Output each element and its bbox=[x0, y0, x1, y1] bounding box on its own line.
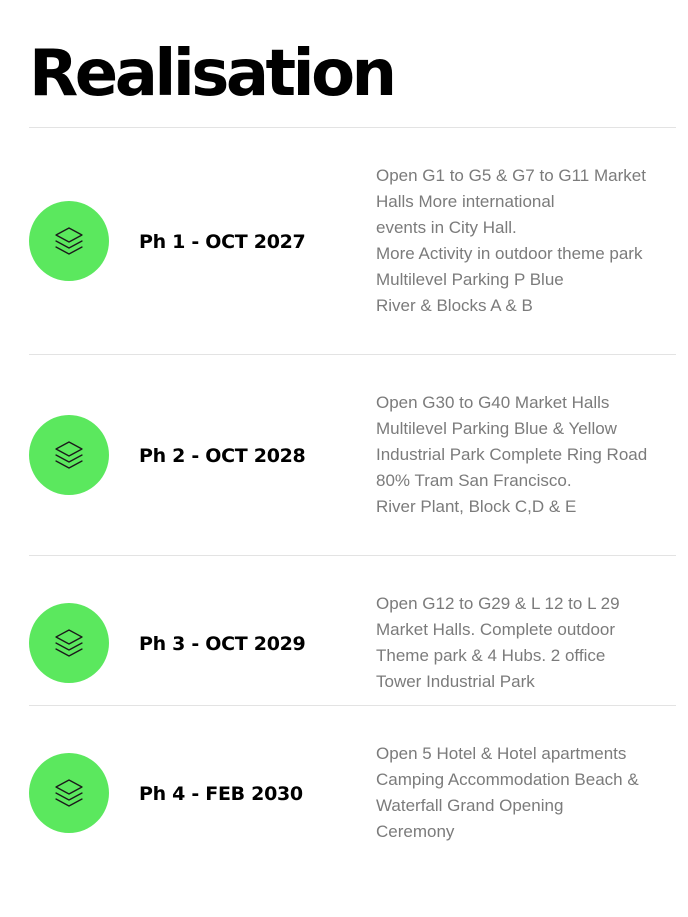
phase-title: Ph 2 - OCT 2028 bbox=[139, 445, 306, 467]
divider bbox=[29, 555, 676, 556]
description-line: Ceremony bbox=[376, 822, 455, 841]
description-line: Industrial Park Complete Ring Road bbox=[376, 445, 648, 464]
description-line: Open 5 Hotel & Hotel apartments bbox=[376, 744, 627, 763]
description-line: Open G1 to G5 & G7 to G11 Market bbox=[376, 166, 646, 185]
description-line: Theme park & 4 Hubs. 2 office bbox=[376, 646, 606, 665]
phase-title: Ph 3 - OCT 2029 bbox=[139, 633, 306, 655]
phase-icon-circle bbox=[29, 201, 109, 281]
description-line: events in City Hall. bbox=[376, 218, 517, 237]
description-line: Multilevel Parking Blue & Yellow bbox=[376, 419, 617, 438]
phase-description: Open 5 Hotel & Hotel apartments Camping … bbox=[376, 741, 676, 845]
description-line: Open G30 to G40 Market Halls bbox=[376, 393, 610, 412]
description-line: Market Halls. Complete outdoor bbox=[376, 620, 616, 639]
description-line: River & Blocks A & B bbox=[376, 296, 533, 315]
phase-icon-circle bbox=[29, 415, 109, 495]
phase-icon-circle bbox=[29, 753, 109, 833]
description-line: 80% Tram San Francisco. bbox=[376, 471, 572, 490]
phase-title: Ph 4 - FEB 2030 bbox=[139, 783, 303, 805]
layers-icon bbox=[55, 629, 83, 657]
phase-description: Open G12 to G29 & L 12 to L 29 Market Ha… bbox=[376, 591, 676, 695]
phase-description: Open G1 to G5 & G7 to G11 Market Halls M… bbox=[376, 163, 676, 319]
description-line: Tower Industrial Park bbox=[376, 672, 535, 691]
description-line: Camping Accommodation Beach & bbox=[376, 770, 639, 789]
page-title: Realisation bbox=[29, 37, 397, 111]
description-line: Waterfall Grand Opening bbox=[376, 796, 564, 815]
divider bbox=[29, 705, 676, 706]
phase-icon-circle bbox=[29, 603, 109, 683]
divider bbox=[29, 354, 676, 355]
layers-icon bbox=[55, 441, 83, 469]
description-line: Halls More international bbox=[376, 192, 555, 211]
layers-icon bbox=[55, 227, 83, 255]
description-line: River Plant, Block C,D & E bbox=[376, 497, 577, 516]
description-line: Open G12 to G29 & L 12 to L 29 bbox=[376, 594, 620, 613]
divider bbox=[29, 127, 676, 128]
layers-icon bbox=[55, 779, 83, 807]
phase-title: Ph 1 - OCT 2027 bbox=[139, 231, 306, 253]
description-line: Multilevel Parking P Blue bbox=[376, 270, 564, 289]
description-line: More Activity in outdoor theme park bbox=[376, 244, 643, 263]
phase-description: Open G30 to G40 Market Halls Multilevel … bbox=[376, 390, 676, 520]
